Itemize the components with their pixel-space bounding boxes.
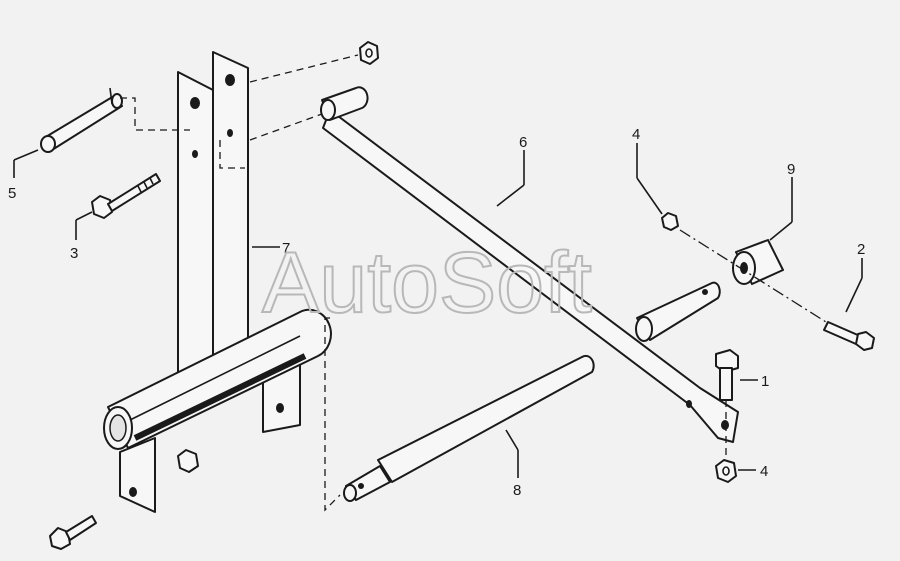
nut-4-bottom-body bbox=[715, 459, 737, 483]
pin-cotter bbox=[109, 87, 113, 105]
lower-bolt-head bbox=[49, 527, 71, 550]
nut-part-4-bottom bbox=[715, 459, 737, 483]
bolt-3-head bbox=[91, 195, 113, 219]
leader-6b bbox=[496, 184, 525, 207]
callout-4-top: 4 bbox=[632, 126, 640, 143]
callout-7: 7 bbox=[282, 240, 290, 257]
bolt-2-head bbox=[855, 331, 875, 351]
main-tube bbox=[107, 308, 332, 449]
right-bracket-hole bbox=[276, 403, 284, 413]
tube-bore bbox=[109, 414, 127, 442]
callout-6: 6 bbox=[519, 134, 527, 151]
front-plate-hole-top bbox=[190, 97, 200, 109]
assembly-line-bushing bbox=[679, 229, 827, 323]
left-lower-bracket bbox=[119, 437, 156, 513]
nut-4-top-body bbox=[661, 212, 679, 231]
pin-part-5 bbox=[40, 87, 123, 153]
leader-9b bbox=[769, 221, 793, 241]
tube-highlight bbox=[129, 335, 301, 421]
stub-shaft-body bbox=[636, 281, 721, 341]
nut-part-4-top bbox=[661, 212, 679, 231]
assembly-line-shaft bbox=[324, 317, 341, 512]
lower-nut bbox=[177, 449, 199, 473]
pin-head bbox=[40, 135, 56, 153]
lower-fasteners bbox=[49, 449, 199, 550]
rod-6-sleeve-end bbox=[320, 99, 336, 121]
top-nut bbox=[359, 41, 379, 65]
stub-shaft-hole bbox=[702, 289, 708, 295]
callout-2: 2 bbox=[857, 241, 865, 258]
assembly-line-pin bbox=[120, 97, 190, 131]
frame-assembly bbox=[103, 51, 332, 513]
leader-3b bbox=[75, 211, 93, 221]
leader-4-top-b bbox=[636, 177, 663, 215]
bolt-2-shank bbox=[823, 321, 861, 345]
callouts: 5 3 7 6 4 9 2 1 4 8 bbox=[8, 126, 865, 499]
shaft-8-end bbox=[343, 484, 357, 502]
tube-shading bbox=[133, 353, 307, 441]
front-plate-hole-bottom bbox=[192, 150, 198, 158]
bolt-1-head bbox=[715, 349, 739, 373]
assembly-line-top-nut bbox=[249, 54, 359, 83]
assembly-lines bbox=[120, 54, 827, 512]
top-nut-hole bbox=[365, 48, 373, 58]
top-nut-body bbox=[359, 41, 379, 65]
bolt-part-3 bbox=[91, 173, 161, 219]
assembly-line-plate bbox=[219, 140, 245, 169]
callout-5: 5 bbox=[8, 185, 16, 202]
bolt-1-shank bbox=[719, 367, 733, 401]
watermark: AutoSoft bbox=[262, 235, 592, 331]
lower-bolt-shank bbox=[65, 515, 97, 541]
stub-shaft bbox=[635, 281, 721, 342]
callout-9: 9 bbox=[787, 161, 795, 178]
rear-plate bbox=[212, 51, 249, 371]
rod-6-eye-hole bbox=[721, 420, 729, 430]
bolt-part-1 bbox=[715, 349, 739, 401]
nut-4-bottom-hole bbox=[722, 466, 730, 476]
leader-8b bbox=[505, 429, 519, 451]
callout-8: 8 bbox=[513, 482, 521, 499]
bolt-3-shank bbox=[107, 173, 161, 212]
shaft-8-hole bbox=[358, 483, 364, 489]
shaft-8-body bbox=[377, 354, 595, 483]
bushing-part-9 bbox=[732, 239, 784, 285]
leader-lines bbox=[13, 143, 863, 478]
callout-1: 1 bbox=[761, 373, 769, 390]
rod-6-hole bbox=[686, 400, 692, 408]
rear-plate-hole-top bbox=[225, 74, 235, 86]
stub-shaft-end bbox=[635, 316, 653, 342]
bolt-3-thread bbox=[137, 177, 154, 193]
callout-3: 3 bbox=[70, 245, 78, 262]
leader-2b bbox=[845, 277, 863, 313]
left-bracket-hole bbox=[129, 487, 137, 497]
assembly-line-sleeve bbox=[249, 113, 323, 141]
callout-4-bottom: 4 bbox=[760, 463, 768, 480]
pin-end bbox=[111, 93, 123, 109]
shaft-part-8 bbox=[343, 354, 595, 502]
rear-plate-hole-bottom bbox=[227, 129, 233, 137]
front-plate bbox=[177, 71, 214, 389]
bolt-part-2 bbox=[823, 321, 875, 351]
leader-5b bbox=[13, 149, 39, 161]
